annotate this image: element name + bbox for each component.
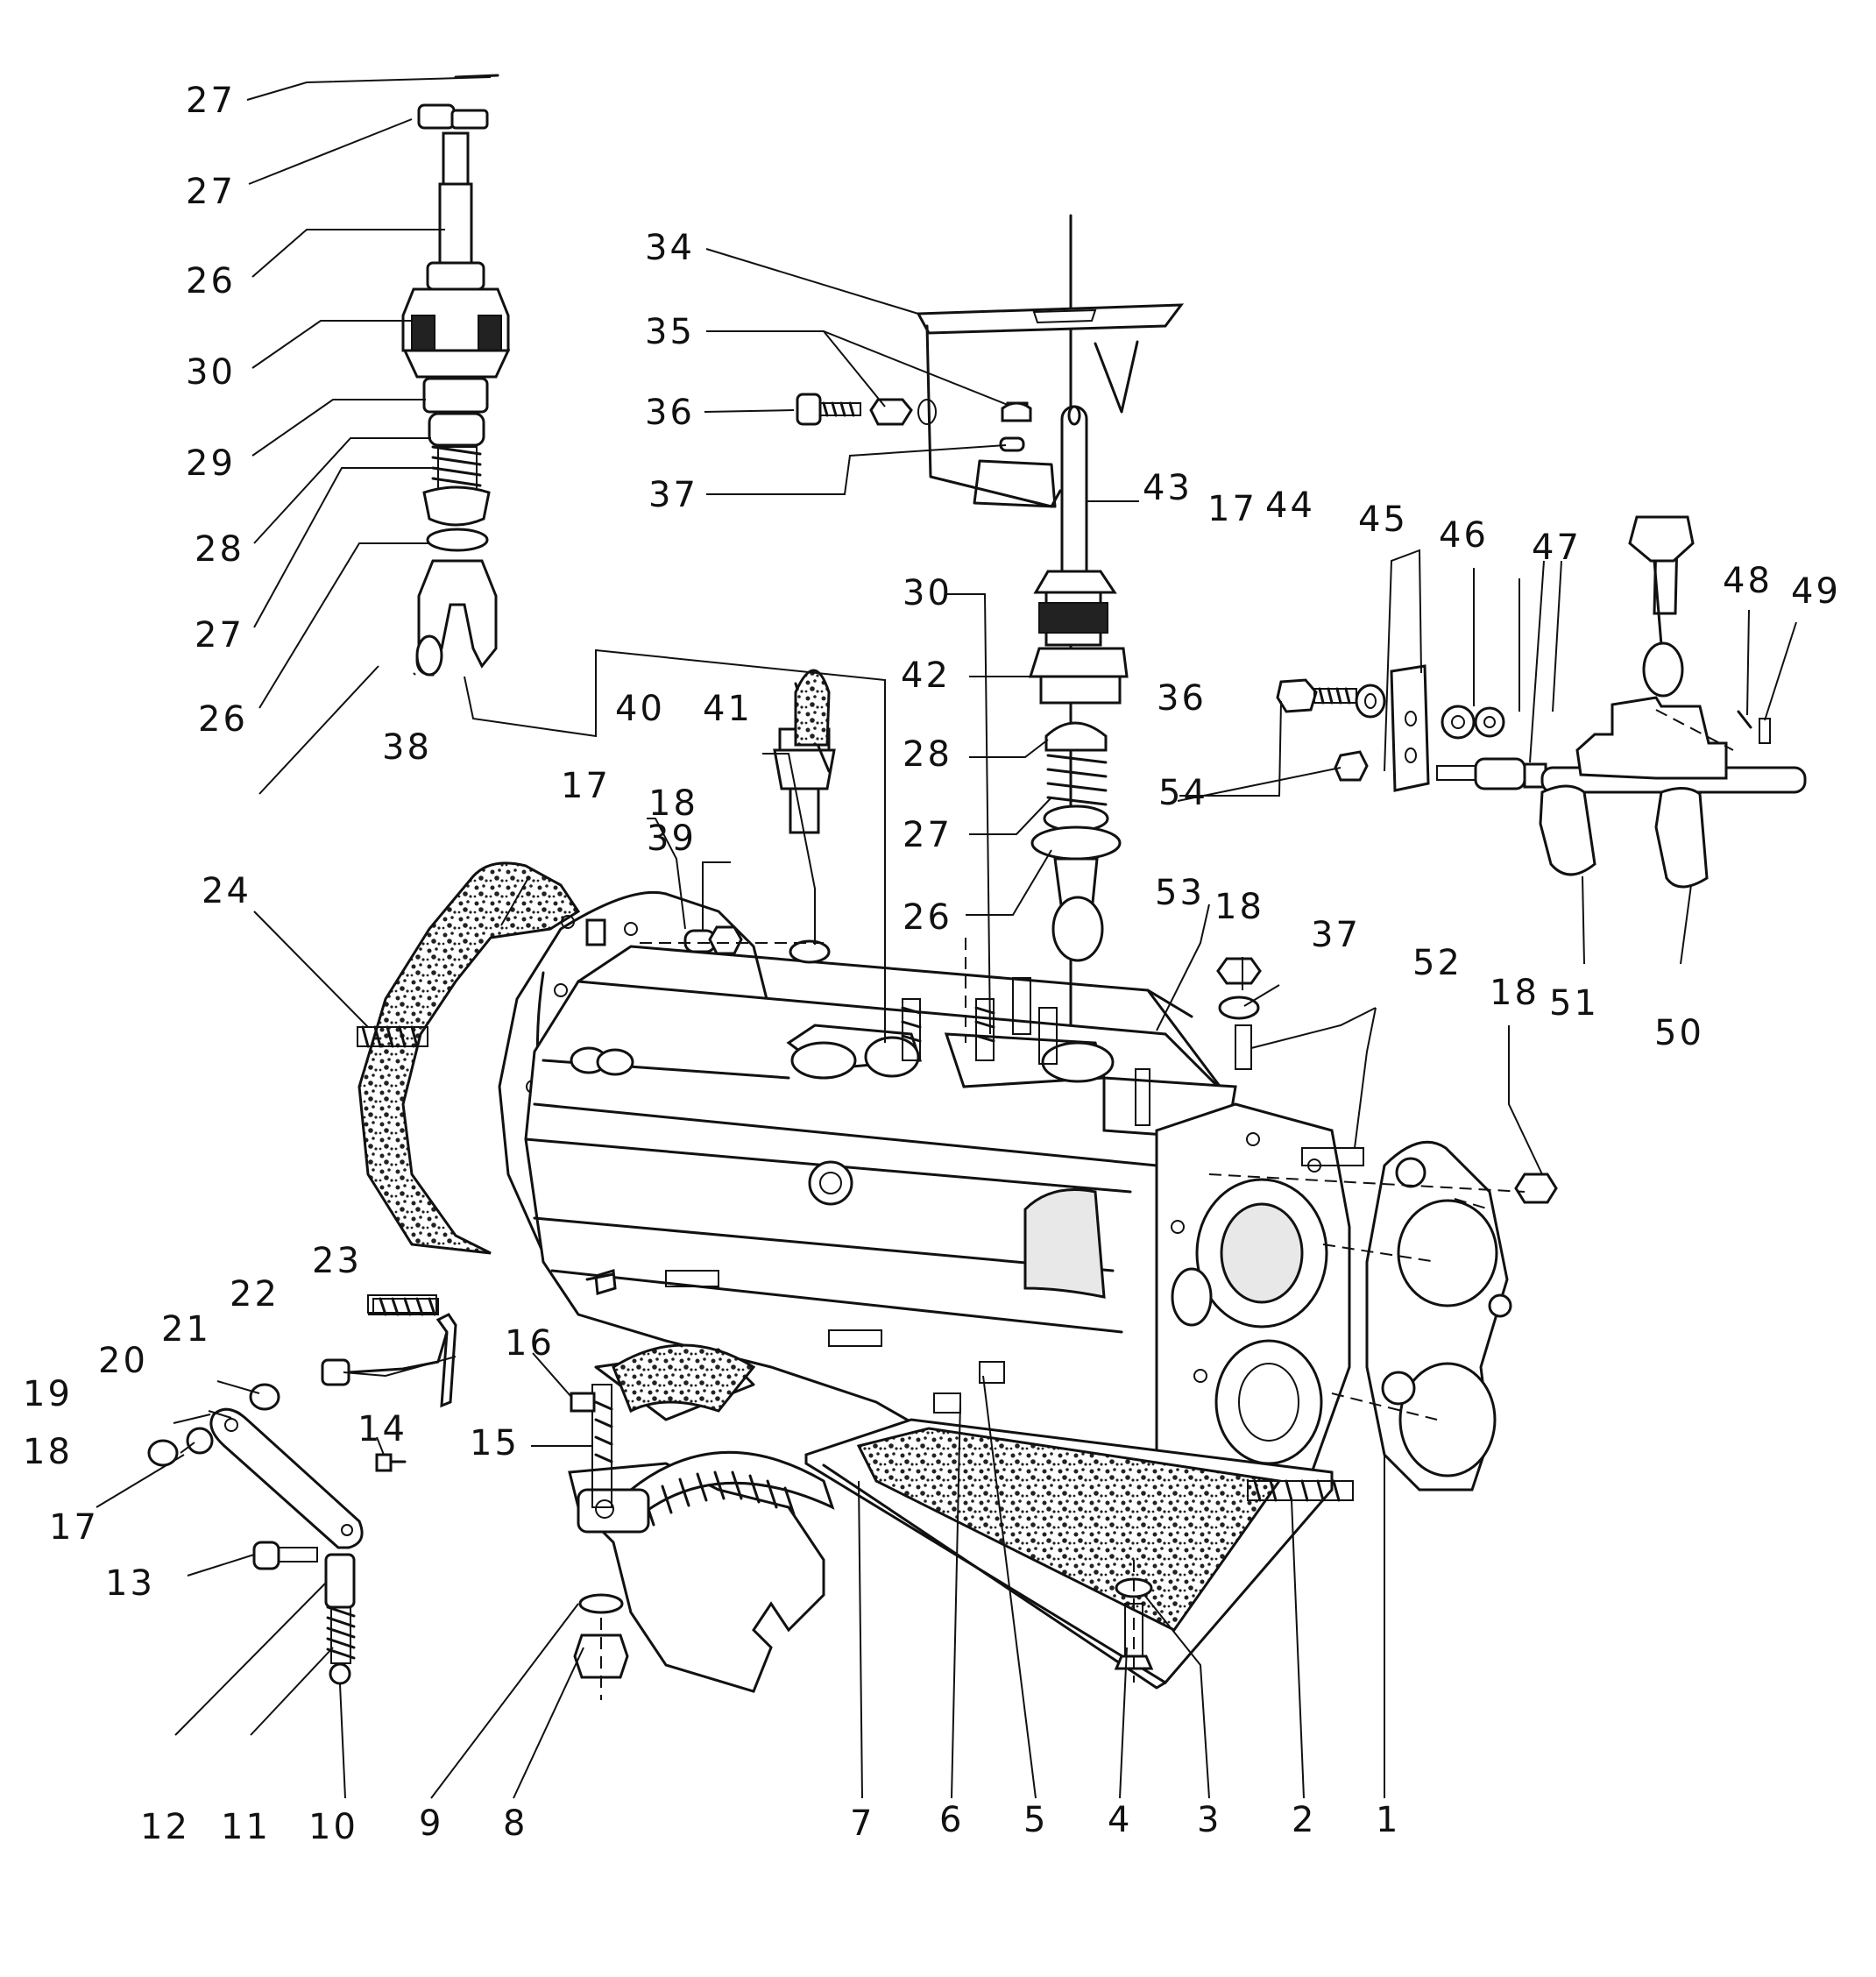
callout-3: 3 [1197, 1800, 1221, 1840]
callout-18-mid: 18 [1214, 887, 1264, 927]
callout-52: 52 [1412, 943, 1462, 983]
callout-46: 46 [1439, 515, 1489, 556]
callout-27-left: 27 [195, 615, 244, 655]
callout-36-top: 36 [645, 393, 695, 433]
callout-53: 53 [1155, 873, 1205, 913]
callout-10: 10 [308, 1807, 358, 1847]
callout-numbers: 27 27 26 30 29 28 27 26 38 39 24 17 18 4… [23, 81, 1841, 1847]
left-shift-lever-assembly [401, 74, 511, 677]
callout-6: 6 [939, 1800, 964, 1840]
callout-2: 2 [1292, 1800, 1316, 1840]
callout-28-center: 28 [903, 734, 952, 775]
alignment-lines [600, 938, 1526, 1700]
external-shift-linkage [147, 1297, 457, 1685]
callout-19: 19 [23, 1374, 73, 1414]
callout-49: 49 [1791, 571, 1841, 612]
differential-housing [568, 1343, 835, 1693]
cover-fasteners [796, 393, 937, 426]
selector-shaft-assembly [1276, 515, 1807, 889]
callout-37-top: 37 [648, 475, 698, 515]
callout-12: 12 [140, 1807, 190, 1847]
callout-23: 23 [312, 1241, 362, 1281]
callout-36-right: 36 [1157, 678, 1207, 719]
callout-16: 16 [505, 1323, 555, 1364]
callout-14: 14 [358, 1409, 407, 1449]
callout-17-upper-left: 17 [561, 766, 611, 806]
callout-50: 50 [1654, 1013, 1704, 1053]
callout-43: 43 [1143, 468, 1193, 508]
callout-39: 39 [647, 818, 697, 859]
callout-22: 22 [230, 1274, 280, 1314]
callout-18-right: 18 [1490, 973, 1540, 1013]
callout-26-left: 26 [198, 699, 248, 740]
callout-27-center: 27 [903, 815, 952, 855]
callout-32: 27 [186, 172, 236, 212]
callout-35: 35 [645, 312, 695, 352]
callout-48: 48 [1723, 561, 1773, 601]
leader-lines [96, 76, 1797, 1799]
callout-11: 11 [221, 1807, 271, 1847]
callout-17-right: 17 [1207, 489, 1257, 529]
callout-47: 47 [1532, 528, 1582, 568]
callout-33: 27 [186, 81, 236, 121]
rear-case-face [1155, 1102, 1351, 1509]
callout-20: 20 [98, 1341, 148, 1381]
callout-24: 24 [202, 871, 251, 911]
callout-8: 8 [503, 1803, 527, 1844]
top-shift-cover-assembly [916, 214, 1185, 1045]
callout-26-center: 26 [903, 897, 952, 938]
callout-54: 54 [1158, 773, 1208, 813]
callout-18-upper-left: 18 [648, 783, 698, 824]
callout-28-left: 28 [195, 529, 244, 570]
callout-15: 15 [470, 1423, 520, 1463]
callout-21: 21 [161, 1309, 211, 1350]
callout-42: 42 [901, 655, 951, 696]
callout-18-left: 18 [23, 1432, 73, 1472]
callout-17-left: 17 [49, 1507, 99, 1548]
callout-41: 41 [703, 689, 753, 729]
callout-40: 40 [615, 689, 665, 729]
callout-51: 51 [1549, 983, 1599, 1024]
callout-37-mid: 37 [1311, 915, 1361, 955]
callout-31: 26 [186, 261, 236, 301]
callout-13: 13 [105, 1563, 155, 1604]
callout-1: 1 [1376, 1800, 1400, 1840]
rear-cover [1365, 1140, 1512, 1492]
callout-34: 34 [645, 228, 695, 268]
bottom-cover-gasket [804, 1418, 1334, 1690]
callout-29: 29 [186, 443, 236, 484]
callout-5: 5 [1023, 1800, 1048, 1840]
callout-38: 38 [382, 727, 432, 768]
callout-45: 45 [1358, 500, 1408, 540]
callout-7: 7 [850, 1803, 874, 1844]
callout-44: 44 [1265, 485, 1315, 526]
callout-9: 9 [419, 1803, 443, 1844]
callout-30-left: 30 [186, 352, 236, 393]
callout-4: 4 [1108, 1800, 1132, 1840]
callout-30-center: 30 [903, 573, 952, 613]
